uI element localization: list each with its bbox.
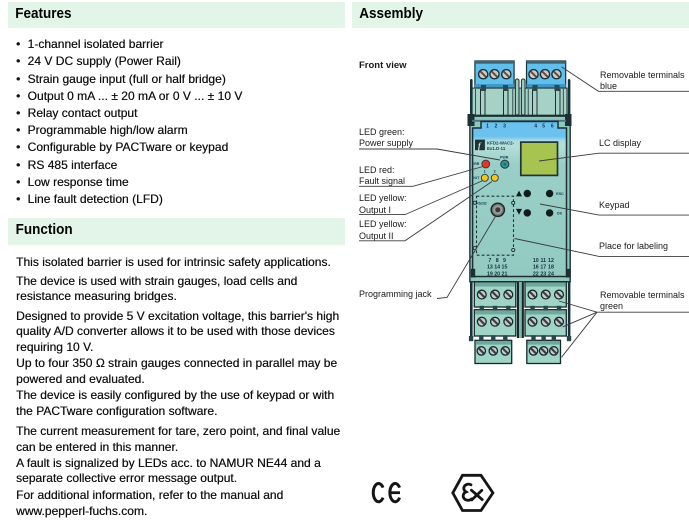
svg-text:f: f xyxy=(478,141,482,150)
svg-text:3: 3 xyxy=(503,124,506,130)
svg-text:19: 19 xyxy=(487,271,493,277)
svg-text:24: 24 xyxy=(548,271,554,277)
svg-text:18: 18 xyxy=(548,265,554,271)
svg-text:10: 10 xyxy=(533,258,539,264)
svg-text:2: 2 xyxy=(495,124,498,130)
svg-text:5: 5 xyxy=(542,124,545,130)
svg-text:22: 22 xyxy=(533,271,539,277)
svg-text:1: 1 xyxy=(486,124,489,130)
svg-text:ESC: ESC xyxy=(556,192,564,196)
svg-text:KFD2-WAC2-: KFD2-WAC2- xyxy=(487,140,515,145)
svg-text:OK: OK xyxy=(557,212,563,216)
svg-text:12: 12 xyxy=(548,258,554,264)
svg-text:15: 15 xyxy=(502,265,508,271)
svg-text:11: 11 xyxy=(540,258,546,264)
svg-text:PWR: PWR xyxy=(500,156,509,160)
svg-text:8: 8 xyxy=(496,258,499,264)
svg-text:14: 14 xyxy=(494,265,500,271)
svg-text:21: 21 xyxy=(502,271,508,277)
svg-text:9: 9 xyxy=(503,258,506,264)
svg-text:RS232: RS232 xyxy=(476,202,486,206)
svg-text:4: 4 xyxy=(534,124,537,130)
svg-text:13: 13 xyxy=(487,265,493,271)
svg-text:2: 2 xyxy=(494,170,496,174)
svg-text:Ex1.D-11: Ex1.D-11 xyxy=(487,146,506,151)
svg-text:23: 23 xyxy=(540,271,546,277)
svg-text:OUT: OUT xyxy=(472,176,480,180)
svg-text:17: 17 xyxy=(540,265,546,271)
svg-text:20: 20 xyxy=(494,271,500,277)
svg-text:1: 1 xyxy=(484,170,486,174)
svg-text:16: 16 xyxy=(533,265,539,271)
svg-text:6: 6 xyxy=(551,124,554,130)
svg-text:7: 7 xyxy=(488,258,491,264)
svg-text:ERR: ERR xyxy=(472,162,480,166)
